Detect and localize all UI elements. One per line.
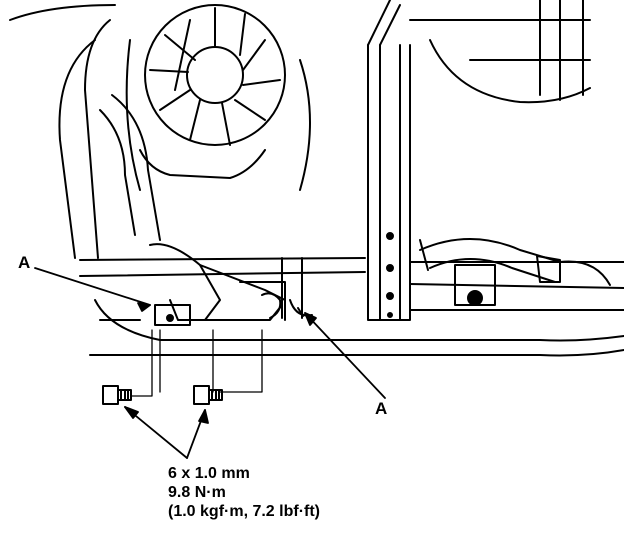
arrowhead-left bbox=[137, 302, 151, 312]
subframe bbox=[79, 257, 624, 357]
torque-value: 9.8 N·m bbox=[168, 484, 226, 501]
bolt-left bbox=[102, 385, 132, 405]
arrowhead-right bbox=[304, 312, 317, 326]
left-hose bbox=[9, 4, 161, 259]
callout-a-left: A bbox=[18, 253, 31, 272]
leader-line-left bbox=[34, 267, 151, 306]
leader-line-right bbox=[304, 312, 386, 399]
callout-a-right: A bbox=[375, 399, 388, 418]
bolt-size: 6 x 1.0 mm bbox=[168, 465, 250, 482]
hose-mount bbox=[454, 264, 496, 306]
torque-alt-units: (1.0 kgf·m, 7.2 lbf·ft) bbox=[168, 503, 321, 520]
bolt-guides bbox=[131, 329, 263, 397]
mount-bracket bbox=[154, 304, 191, 326]
right-hose bbox=[419, 238, 611, 286]
vertical-bracket bbox=[367, 0, 411, 321]
torque-spec: 6 x 1.0 mm 9.8 N·m (1.0 kgf·m, 7.2 lbf·f… bbox=[168, 464, 320, 521]
spec-pointer bbox=[124, 406, 209, 459]
exhaust-pipe bbox=[149, 243, 286, 321]
bolt-right bbox=[193, 385, 223, 405]
callout-leaders bbox=[34, 267, 386, 399]
secondary-fan bbox=[409, 0, 591, 104]
radiator-fan bbox=[125, 4, 311, 191]
pipe-clamp bbox=[281, 257, 313, 319]
